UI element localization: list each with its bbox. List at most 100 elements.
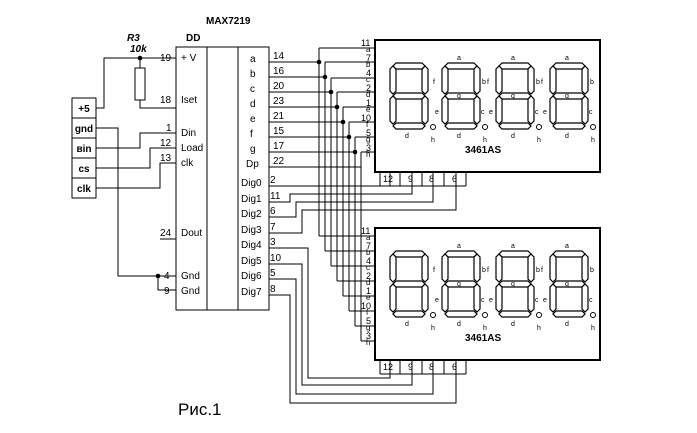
svg-text:7: 7 <box>366 241 371 251</box>
svg-text:5: 5 <box>366 316 371 326</box>
svg-text:19: 19 <box>160 53 172 64</box>
svg-text:Dout: Dout <box>181 228 202 239</box>
seg-label-h: h <box>431 137 435 144</box>
svg-text:3: 3 <box>366 331 371 341</box>
svg-text:10: 10 <box>270 253 282 264</box>
svg-text:a: a <box>250 54 256 65</box>
svg-text:9: 9 <box>164 286 170 297</box>
svg-text:12: 12 <box>383 362 393 372</box>
seg-label-c: c <box>481 297 485 304</box>
svg-text:g: g <box>250 144 256 155</box>
seg-label-h: h <box>483 325 487 332</box>
svg-text:Gnd: Gnd <box>181 271 200 282</box>
seg-label-h: h <box>591 137 595 144</box>
svg-text:5: 5 <box>270 268 276 279</box>
svg-text:2: 2 <box>366 271 371 281</box>
connector-pin-gnd: gnd <box>75 124 93 135</box>
seg-label-a: a <box>457 243 461 250</box>
svg-text:d: d <box>366 90 370 99</box>
seg-label-e: e <box>489 297 493 304</box>
svg-text:17: 17 <box>273 141 285 152</box>
seg-label-d: d <box>405 133 409 140</box>
seg-label-d: d <box>457 321 461 328</box>
seven-seg-digit: dh <box>389 250 436 332</box>
seg-label-b: b <box>482 267 486 274</box>
seg-label-e: e <box>489 109 493 116</box>
svg-text:14: 14 <box>273 51 285 62</box>
svg-text:Dig1: Dig1 <box>241 194 262 205</box>
max7219-chip: MAX7219 DD 19 + V 18 Iset 1 Din 12 Load … <box>160 16 285 311</box>
svg-text:16: 16 <box>273 66 285 77</box>
seg-label-h: h <box>431 325 435 332</box>
resistor-designator: R3 <box>127 33 140 44</box>
seg-label-b: b <box>482 79 486 86</box>
svg-text:g: g <box>366 135 370 144</box>
svg-text:15: 15 <box>273 126 285 137</box>
svg-text:21: 21 <box>273 111 285 122</box>
seg-label-f: f <box>541 267 543 274</box>
svg-text:b: b <box>366 60 371 69</box>
svg-text:4: 4 <box>164 271 170 282</box>
svg-text:12: 12 <box>383 174 393 184</box>
svg-text:6: 6 <box>452 362 457 372</box>
svg-text:Dig4: Dig4 <box>241 240 262 251</box>
svg-text:Dig3: Dig3 <box>241 225 262 236</box>
seg-label-a: a <box>565 55 569 62</box>
svg-text:10: 10 <box>361 301 371 311</box>
seg-label-d: d <box>511 321 515 328</box>
svg-text:6: 6 <box>270 206 276 217</box>
seven-seg-digit: dh <box>389 62 436 144</box>
seg-label-b: b <box>590 79 594 86</box>
svg-text:Dp: Dp <box>246 159 259 170</box>
svg-text:18: 18 <box>160 95 172 106</box>
svg-text:8: 8 <box>429 362 434 372</box>
seg-label-d: d <box>565 133 569 140</box>
digit-wires <box>269 172 457 404</box>
seg-label-g: g <box>565 93 569 100</box>
seg-label-d: d <box>565 321 569 328</box>
connector-pin-5v: +5 <box>78 104 90 115</box>
svg-text:e: e <box>250 114 256 125</box>
svg-text:Din: Din <box>181 128 196 139</box>
svg-text:f: f <box>250 129 253 140</box>
svg-text:3: 3 <box>366 143 371 153</box>
resistor-value: 10k <box>130 44 147 55</box>
connector-pin-din: вin <box>76 144 91 155</box>
seg-label-e: e <box>435 109 439 116</box>
svg-text:+ V: + V <box>181 53 197 64</box>
svg-text:1: 1 <box>166 123 172 134</box>
seg-label-f: f <box>487 267 489 274</box>
svg-text:d: d <box>250 99 256 110</box>
svg-text:9: 9 <box>408 174 413 184</box>
seg-label-c: c <box>589 297 593 304</box>
svg-text:f: f <box>366 120 369 129</box>
svg-text:12: 12 <box>160 138 172 149</box>
display-upper-seg-labels: a b c d e f g h 11 7 4 2 1 10 5 3 <box>361 38 371 159</box>
svg-text:5: 5 <box>366 128 371 138</box>
display-upper: a b c d e f g h 11 7 4 2 1 10 5 3 3461AS… <box>361 38 601 187</box>
seg-label-g: g <box>457 281 461 288</box>
svg-text:b: b <box>250 69 256 80</box>
segment-bus <box>269 47 375 342</box>
seg-label-a: a <box>565 243 569 250</box>
seg-label-f: f <box>541 79 543 86</box>
svg-text:4: 4 <box>366 68 371 78</box>
display-lower: a b c d e f g h 11 7 4 2 1 10 5 3 3461AS… <box>361 226 601 375</box>
svg-text:9: 9 <box>408 362 413 372</box>
chip-designator: DD <box>186 33 200 44</box>
svg-text:3: 3 <box>270 237 276 248</box>
seg-label-g: g <box>511 281 515 288</box>
seg-label-g: g <box>565 281 569 288</box>
svg-text:c: c <box>366 75 370 84</box>
display-lower-seg-labels: a b c d e f g h 11 7 4 2 1 10 5 3 <box>361 226 371 347</box>
seg-label-d: d <box>405 321 409 328</box>
svg-text:8: 8 <box>270 284 276 295</box>
